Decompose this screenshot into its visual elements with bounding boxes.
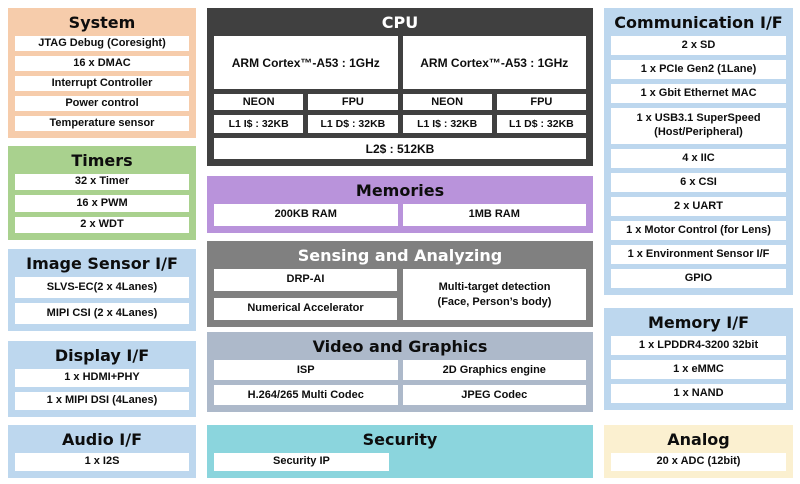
cpu-l1-cache: L1 D$ : 32KB	[308, 115, 398, 133]
spec-item: 1 x Motor Control (for Lens)	[611, 221, 786, 241]
spec-item: 1 x LPDDR4-3200 32bit	[611, 336, 786, 356]
spec-item: 16 x DMAC	[15, 56, 189, 72]
spec-item: JPEG Codec	[402, 385, 586, 405]
spec-item: 1 x USB3.1 SuperSpeed (Host/Peripheral)	[611, 108, 786, 145]
spec-item: 1 x Environment Sensor I/F	[611, 245, 786, 265]
spec-item: MIPI CSI (2 x 4Lanes)	[15, 303, 189, 324]
spec-item: Temperature sensor	[15, 116, 189, 132]
cpu-unit: FPU	[308, 94, 398, 110]
block-system: System JTAG Debug (Coresight) 16 x DMAC …	[8, 8, 196, 138]
block-video-graphics: Video and Graphics ISP 2D Graphics engin…	[207, 332, 593, 412]
left-column: System JTAG Debug (Coresight) 16 x DMAC …	[8, 8, 196, 478]
right-column: Communication I/F 2 x SD 1 x PCIe Gen2 (…	[604, 8, 793, 478]
block-cpu: CPU ARM Cortex™-A53 : 1GHz ARM Cortex™-A…	[207, 8, 593, 166]
cpu-unit: FPU	[496, 94, 586, 110]
spec-item: Security IP	[214, 453, 389, 471]
cpu-l1-cache: L1 I$ : 32KB	[402, 115, 492, 133]
spec-item: 1 x Gbit Ethernet MAC	[611, 84, 786, 104]
block-timers: Timers 32 x Timer 16 x PWM 2 x WDT	[8, 146, 196, 240]
spec-item: 2 x WDT	[15, 216, 189, 233]
cpu-l1-cache: L1 I$ : 32KB	[214, 115, 304, 133]
spec-item: DRP-AI	[214, 269, 397, 292]
spec-item: Power control	[15, 96, 189, 112]
block-memories-title: Memories	[355, 181, 445, 200]
block-analog-title: Analog	[667, 430, 730, 449]
block-image-sensor-if-title: Image Sensor I/F	[26, 254, 178, 273]
block-image-sensor-if: Image Sensor I/F SLVS-EC(2 x 4Lanes) MIP…	[8, 249, 196, 331]
cpu-core: ARM Cortex™-A53 : 1GHz	[402, 36, 586, 89]
spec-item: JTAG Debug (Coresight)	[15, 36, 189, 52]
spec-item: Numerical Accelerator	[214, 298, 397, 320]
sensing-grid: DRP-AI Numerical Accelerator Multi-targe…	[207, 269, 593, 327]
cpu-unit: NEON	[402, 94, 492, 110]
block-timers-title: Timers	[71, 151, 133, 170]
block-audio-if-title: Audio I/F	[62, 430, 142, 449]
block-memory-if-items: 1 x LPDDR4-3200 32bit 1 x eMMC 1 x NAND	[604, 336, 793, 410]
spec-item: 1 x HDMI+PHY	[15, 369, 189, 388]
spec-item: 1 x eMMC	[611, 360, 786, 380]
spec-item: SLVS-EC(2 x 4Lanes)	[15, 277, 189, 299]
spec-item: Interrupt Controller	[15, 76, 189, 92]
cpu-l1-cache: L1 D$ : 32KB	[496, 115, 586, 133]
block-display-if-items: 1 x HDMI+PHY 1 x MIPI DSI (4Lanes)	[8, 369, 196, 417]
video-grid: ISP 2D Graphics engine H.264/265 Multi C…	[207, 360, 593, 412]
block-memory-if-title: Memory I/F	[647, 313, 750, 332]
cpu-unit: NEON	[214, 94, 304, 110]
block-system-title: System	[68, 13, 136, 32]
sensing-accelerators: DRP-AI Numerical Accelerator	[214, 269, 397, 320]
block-cpu-title: CPU	[381, 13, 419, 32]
cpu-l2-cache: L2$ : 512KB	[214, 138, 586, 159]
spec-item: GPIO	[611, 269, 786, 289]
block-security-title: Security	[362, 430, 438, 449]
spec-item: 16 x PWM	[15, 195, 189, 212]
spec-item: 2 x UART	[611, 197, 786, 217]
block-sensing-analyzing-title: Sensing and Analyzing	[297, 246, 503, 265]
block-system-items: JTAG Debug (Coresight) 16 x DMAC Interru…	[8, 36, 196, 138]
block-audio-if-items: 1 x I2S	[8, 453, 196, 478]
block-security: Security Security IP	[207, 425, 593, 478]
block-display-if-title: Display I/F	[54, 346, 150, 365]
block-security-items: Security IP	[207, 453, 593, 478]
multi-target-detection-box: Multi-target detection (Face, Person’s b…	[403, 269, 586, 320]
spec-item: 1 x I2S	[15, 453, 189, 471]
spec-item: 200KB RAM	[214, 204, 398, 226]
block-display-if: Display I/F 1 x HDMI+PHY 1 x MIPI DSI (4…	[8, 341, 196, 417]
spec-item: 4 x IIC	[611, 149, 786, 169]
spec-item: H.264/265 Multi Codec	[214, 385, 398, 405]
spec-item: 1 x PCIe Gen2 (1Lane)	[611, 60, 786, 80]
spec-item: 1MB RAM	[402, 204, 586, 226]
block-memory-if: Memory I/F 1 x LPDDR4-3200 32bit 1 x eMM…	[604, 308, 793, 410]
center-column: CPU ARM Cortex™-A53 : 1GHz ARM Cortex™-A…	[207, 8, 593, 478]
spec-item: 32 x Timer	[15, 174, 189, 191]
block-communication-if: Communication I/F 2 x SD 1 x PCIe Gen2 (…	[604, 8, 793, 295]
detection-line1: Multi-target detection	[438, 280, 551, 293]
block-video-graphics-title: Video and Graphics	[312, 337, 488, 356]
block-analog-items: 20 x ADC (12bit)	[604, 453, 793, 478]
spec-item: 6 x CSI	[611, 173, 786, 193]
block-memories: Memories 200KB RAM 1MB RAM	[207, 176, 593, 233]
block-memories-items: 200KB RAM 1MB RAM	[207, 204, 593, 233]
cpu-grid: ARM Cortex™-A53 : 1GHz ARM Cortex™-A53 :…	[207, 36, 593, 166]
block-communication-if-title: Communication I/F	[614, 13, 783, 32]
spec-item: 2 x SD	[611, 36, 786, 56]
spec-item: 1 x NAND	[611, 384, 786, 403]
spec-item: 20 x ADC (12bit)	[611, 453, 786, 471]
spec-item: ISP	[214, 360, 398, 381]
block-timers-items: 32 x Timer 16 x PWM 2 x WDT	[8, 174, 196, 240]
detection-line2: (Face, Person’s body)	[437, 295, 552, 308]
block-sensing-analyzing: Sensing and Analyzing DRP-AI Numerical A…	[207, 241, 593, 327]
block-communication-if-items: 2 x SD 1 x PCIe Gen2 (1Lane) 1 x Gbit Et…	[604, 36, 793, 295]
block-analog: Analog 20 x ADC (12bit)	[604, 425, 793, 478]
block-audio-if: Audio I/F 1 x I2S	[8, 425, 196, 478]
spec-item: 1 x MIPI DSI (4Lanes)	[15, 392, 189, 410]
block-image-sensor-if-items: SLVS-EC(2 x 4Lanes) MIPI CSI (2 x 4Lanes…	[8, 277, 196, 331]
spec-item: 2D Graphics engine	[402, 360, 586, 381]
cpu-core: ARM Cortex™-A53 : 1GHz	[214, 36, 398, 89]
